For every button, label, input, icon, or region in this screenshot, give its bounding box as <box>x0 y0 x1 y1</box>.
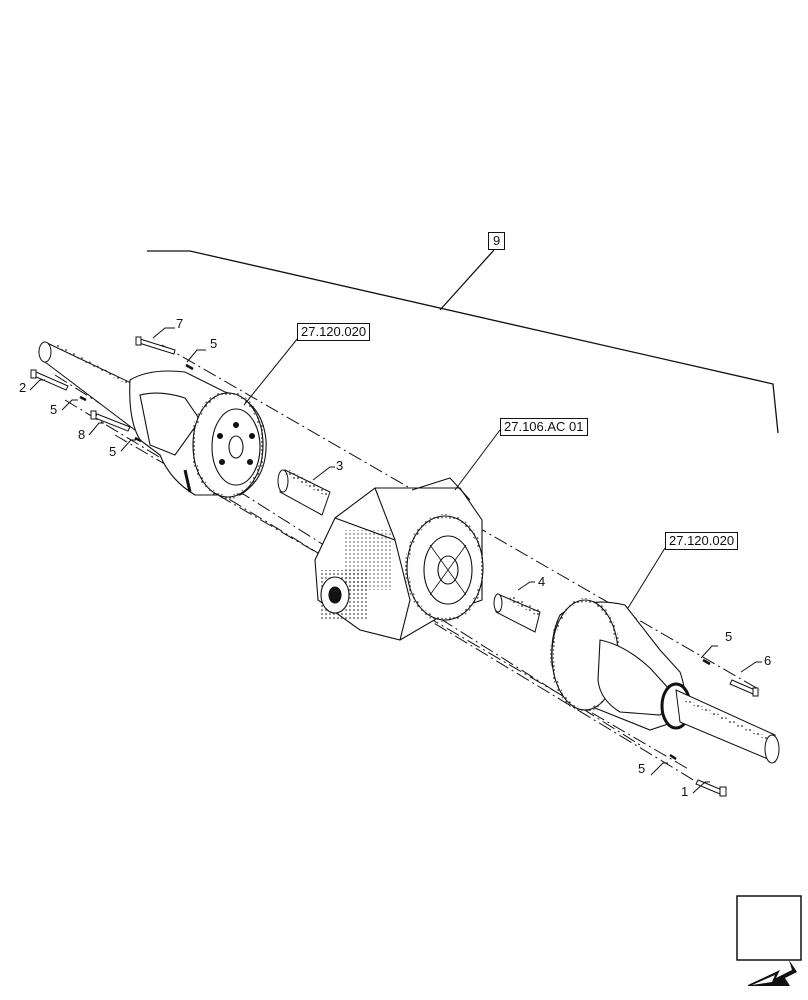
callout-2: 2 <box>19 380 27 395</box>
callout-5: 5 <box>638 761 646 776</box>
bolt-2 <box>30 369 69 391</box>
right-final-drive-ref-box[interactable]: 27.120.020 <box>665 532 739 550</box>
fasteners <box>30 336 759 797</box>
stub-shaft-3 <box>277 469 331 516</box>
center-differential-ref-box[interactable]: 27.106.AC 01 <box>500 418 588 436</box>
callout-5: 5 <box>210 336 218 351</box>
callout-1: 1 <box>681 784 689 799</box>
right-axle-shaft <box>675 689 780 764</box>
callout-5: 5 <box>50 402 58 417</box>
pin-5-left <box>79 395 87 402</box>
pin-5-bottom <box>669 753 677 761</box>
assembly-ref-box[interactable]: 9 <box>488 232 506 250</box>
bolt-1 <box>695 779 727 797</box>
bolt-7 <box>135 336 176 355</box>
leader-lines <box>29 327 762 794</box>
pin-5-top <box>185 363 194 371</box>
next-page-arrow-icon[interactable] <box>736 895 802 986</box>
callout-6: 6 <box>764 653 772 668</box>
callout-3: 3 <box>336 458 344 473</box>
callout-8: 8 <box>78 427 86 442</box>
stub-shaft-4 <box>493 593 542 633</box>
pin-5-lower-left <box>134 436 142 443</box>
callout-7: 7 <box>176 316 184 331</box>
left-final-drive-housing <box>129 370 267 499</box>
center-differential-housing <box>314 477 485 641</box>
callout-5: 5 <box>109 444 117 459</box>
callout-5: 5 <box>725 629 733 644</box>
left-final-drive-ref-box[interactable]: 27.120.020 <box>297 323 371 341</box>
bolt-8 <box>90 410 131 432</box>
pin-5-right <box>702 658 711 666</box>
assembly-bracket <box>147 249 779 434</box>
bolt-6 <box>729 679 759 697</box>
callout-4: 4 <box>538 574 546 589</box>
right-final-drive-housing <box>550 598 692 731</box>
